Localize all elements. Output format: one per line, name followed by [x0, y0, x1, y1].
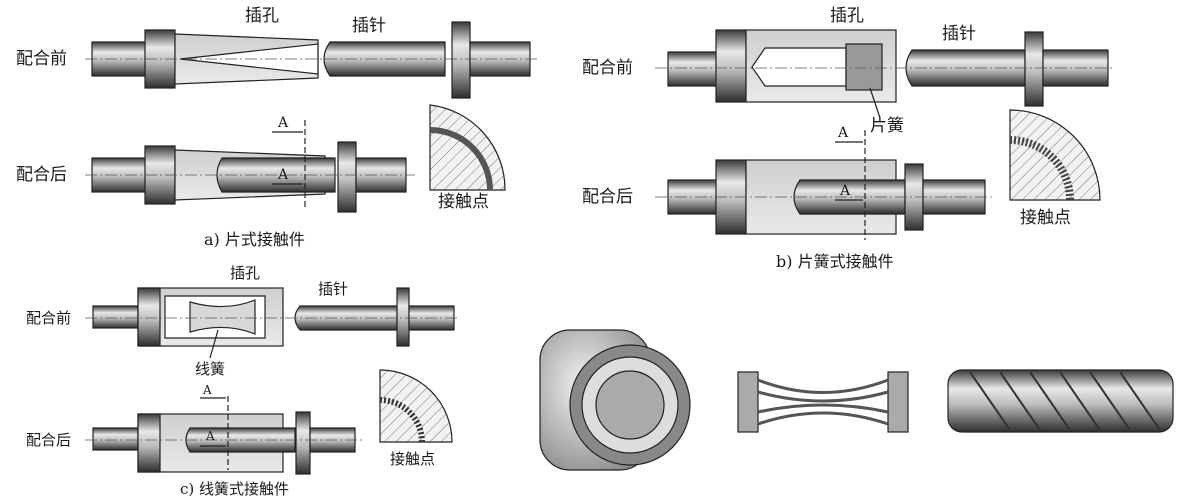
panel-a-after-label: 配合后 [16, 165, 67, 185]
panel-c-spring-label: 线簧 [195, 360, 226, 378]
panel-a-before [91, 21, 531, 99]
panel-b-caption: b) 片簧式接触件 [776, 252, 894, 271]
panel-c-before-label: 配合前 [26, 309, 72, 327]
panel-a-caption: a) 片式接触件 [204, 230, 305, 249]
panel-c-pin-label: 插针 [318, 280, 349, 298]
panel-c-before [92, 287, 455, 359]
panel-b-pin-label: 插针 [942, 24, 976, 44]
panel-a-before-label: 配合前 [16, 49, 67, 69]
panel-a-section-bottom: A [278, 167, 289, 183]
panel-c-section-bottom: A [206, 429, 215, 443]
panel-c-contact-label: 接触点 [390, 450, 436, 468]
panel-c-caption: c) 线簧式接触件 [180, 480, 290, 498]
panel-b-spring-label: 片簧 [870, 116, 904, 136]
panel-a-contact-label: 接触点 [438, 192, 489, 212]
panel-c-after-label: 配合后 [26, 431, 72, 449]
panel-b-socket-label: 插孔 [830, 6, 864, 26]
panel-c-socket-label: 插孔 [230, 264, 261, 282]
panel-b-section-top: A [838, 125, 849, 141]
panel-a-section-top: A [278, 115, 289, 131]
panel-b-before-label: 配合前 [582, 58, 633, 78]
panel-b-after-label: 配合后 [582, 187, 633, 207]
panel-a-pin-label: 插针 [352, 16, 386, 36]
contact-photos [539, 329, 1174, 471]
panel-a-socket-label: 插孔 [245, 6, 279, 26]
panel-b-before [667, 29, 1109, 119]
panel-c-section-top: A [203, 383, 212, 397]
panel-b-contact-label: 接触点 [1020, 208, 1071, 228]
panel-b-section-bottom: A [840, 183, 851, 199]
panel-c-after [92, 369, 453, 475]
